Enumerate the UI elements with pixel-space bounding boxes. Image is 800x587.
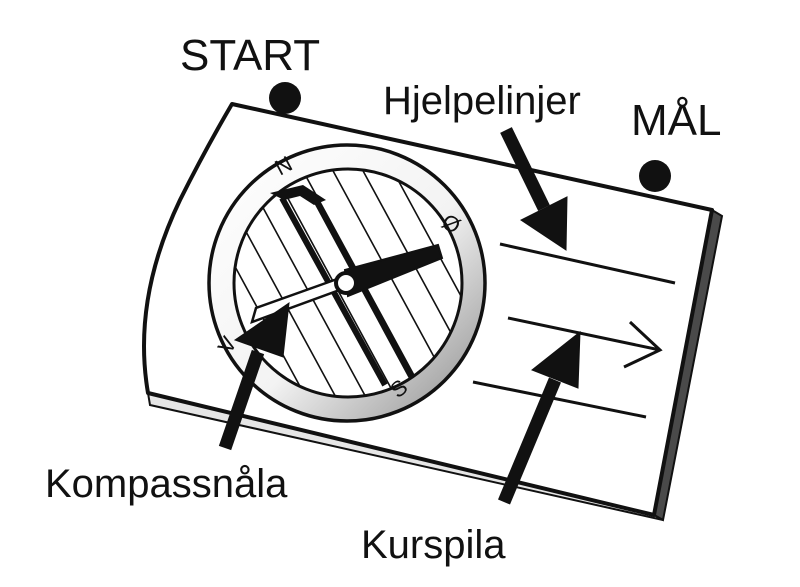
guide-line-top: [499, 242, 676, 285]
course-arrow-head: [623, 320, 663, 369]
goal-marker-dot: [639, 160, 671, 192]
pointer-arrow-needle: [218, 301, 290, 451]
pointer-arrow-course: [498, 330, 581, 505]
start-label: START: [180, 31, 320, 80]
course-arrow-label: Kurspila: [361, 523, 506, 567]
pointer-arrow-guide-lines: [500, 127, 568, 251]
goal-label: MÅL: [631, 96, 721, 145]
guide-lines-label: Hjelpelinjer: [383, 79, 581, 123]
needle-pivot: [334, 271, 358, 295]
needle-label: Kompassnåla: [45, 462, 288, 506]
guide-line-bottom: [472, 380, 647, 419]
course-arrow-shaft: [507, 316, 661, 352]
start-marker-dot: [269, 82, 301, 114]
